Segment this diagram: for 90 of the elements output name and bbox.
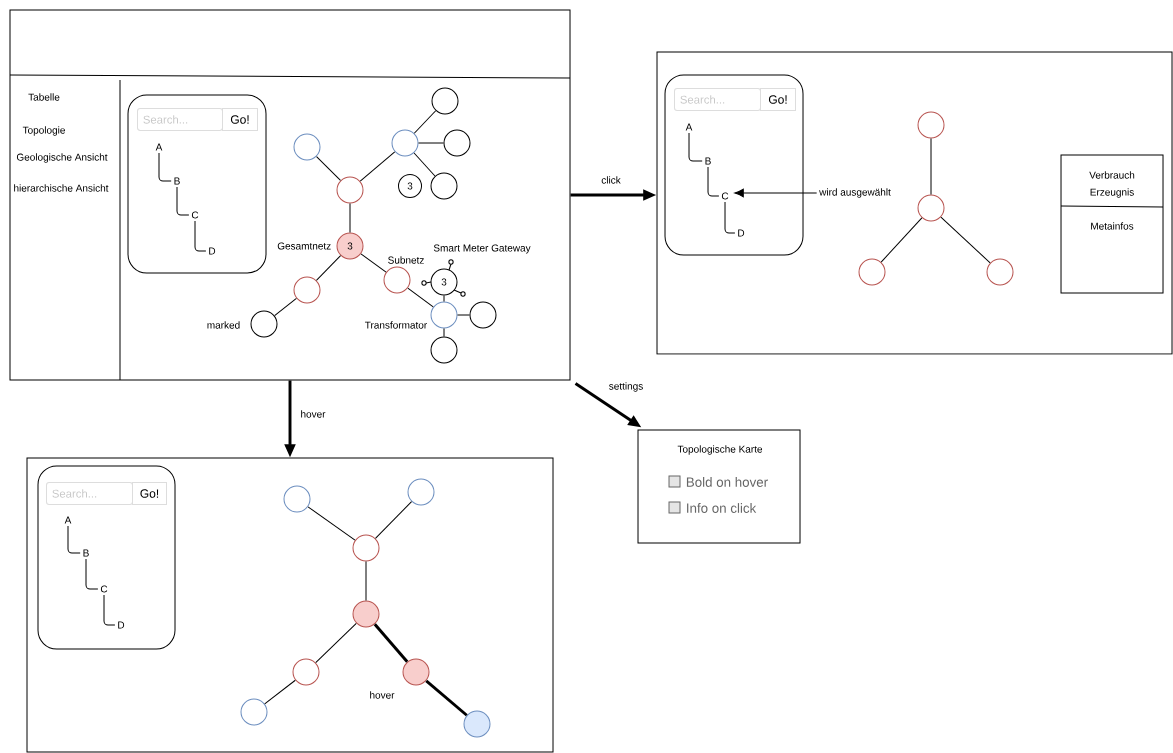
go-button: Go! <box>222 108 258 131</box>
network-node <box>917 111 945 139</box>
tree-item: A <box>685 123 693 131</box>
tree-panel <box>664 74 804 256</box>
connector-line <box>443 295 445 302</box>
network-node: 3 <box>398 174 422 198</box>
network-node <box>858 258 886 286</box>
connector-line <box>349 203 351 233</box>
network-node <box>430 336 458 364</box>
connector-line <box>707 166 720 197</box>
menu-item: Topologie <box>22 126 65 136</box>
info-panel: Verbrauch Erzeugnis Metainfos <box>1060 154 1164 294</box>
network-node <box>292 658 320 686</box>
tree-item: C <box>721 192 729 200</box>
settings-panel: Topologische Karte Bold on hover Info on click <box>637 429 801 544</box>
edge-label: settings <box>607 381 645 393</box>
network-node <box>917 194 945 222</box>
node-label: Smart Meter Gateway <box>433 244 531 254</box>
window-frame <box>26 457 554 753</box>
network-node <box>402 658 430 686</box>
window-frame <box>9 9 571 381</box>
network-node <box>336 176 364 204</box>
node-label: Subnetz <box>388 256 424 264</box>
network-node <box>469 301 497 329</box>
tree-item: D <box>118 621 125 629</box>
connector-line <box>443 328 445 337</box>
connector-line <box>425 679 468 717</box>
connector-line <box>880 217 923 263</box>
network-node <box>391 129 419 157</box>
connector-line <box>930 138 932 195</box>
tree-item: B <box>174 177 180 185</box>
connector-line <box>688 132 703 162</box>
connector-line <box>457 314 470 316</box>
node-label: marked <box>207 321 240 329</box>
menu-item: Tabelle <box>28 93 60 101</box>
tree-panel <box>127 94 267 274</box>
connector-line <box>158 152 172 182</box>
connector-line <box>365 561 367 601</box>
window-frame <box>656 51 1173 355</box>
connector-line <box>316 156 341 181</box>
connector-line <box>940 216 991 264</box>
connector-line <box>374 501 413 539</box>
connector-line <box>85 558 99 590</box>
tree-item: B <box>705 157 711 165</box>
tree-item: C <box>191 211 199 219</box>
edge-label: click <box>599 175 623 185</box>
annotation-text: hover <box>370 691 395 699</box>
connector-line <box>307 506 356 541</box>
tree-item: A <box>64 516 72 524</box>
network-node <box>352 534 380 562</box>
connector-line <box>413 152 436 177</box>
tree-item: D <box>738 229 745 237</box>
tree-item: B <box>83 549 89 557</box>
annotation-text: wird ausgewählt <box>819 188 891 198</box>
connector-line <box>274 297 297 317</box>
menu-item: Geologische Ansicht <box>16 153 108 163</box>
node-label: Transformator <box>365 321 427 329</box>
network-node <box>293 133 321 161</box>
connector-line <box>418 142 444 144</box>
tree-item: A <box>155 143 163 151</box>
tree-item: D <box>209 247 216 255</box>
go-button: Go! <box>760 88 796 111</box>
connector-line <box>67 525 81 554</box>
network-node <box>431 87 459 115</box>
connector-line <box>359 151 396 182</box>
network-node <box>407 478 435 506</box>
tree-item: C <box>100 585 108 593</box>
tree-panel <box>37 465 176 650</box>
connector-line <box>264 679 296 705</box>
network-node <box>240 698 268 726</box>
network-node <box>352 600 380 628</box>
connector-line <box>413 110 437 134</box>
go-button: Go! <box>132 482 167 505</box>
network-node <box>463 710 491 738</box>
network-node <box>430 172 458 200</box>
connector-line <box>176 186 190 216</box>
connector-line <box>360 253 387 273</box>
menu-item: hierarchische Ansicht <box>14 184 109 192</box>
network-node <box>293 276 321 304</box>
network-node: 3 <box>336 232 364 260</box>
connector-line <box>315 255 342 281</box>
node-label: Gesamtnetz <box>277 242 331 250</box>
network-node <box>986 258 1014 286</box>
network-node <box>443 129 471 157</box>
edge-label: hover <box>299 409 327 419</box>
arrow <box>734 188 818 198</box>
network-node <box>283 485 311 513</box>
connector-line <box>373 623 409 663</box>
connector-line <box>407 287 434 308</box>
connector-line <box>315 622 357 664</box>
